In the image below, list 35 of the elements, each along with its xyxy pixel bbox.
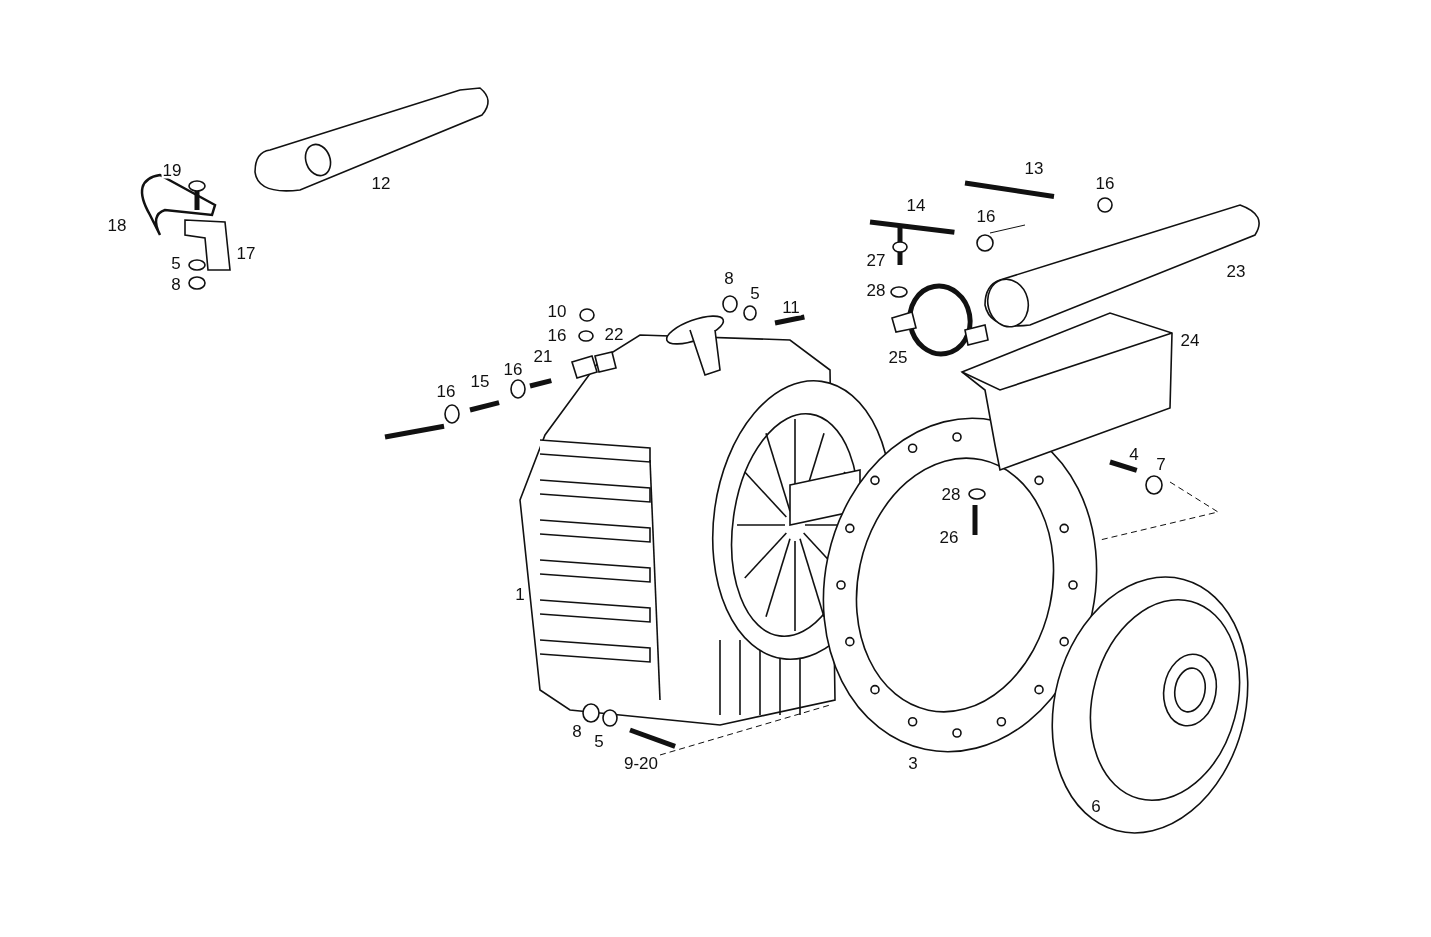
callout-number: 21 <box>532 347 554 365</box>
callout-number: 3 <box>907 754 919 772</box>
callout-number: 5 <box>593 732 605 750</box>
callout-number: 5 <box>749 284 761 302</box>
callout-number: 16 <box>502 360 524 378</box>
callout-number: 5 <box>170 254 182 272</box>
callout-number: 9-20 <box>623 754 659 772</box>
callout-number: 16 <box>1094 174 1116 192</box>
callout-number: 15 <box>469 372 491 390</box>
callout-number: 25 <box>887 348 909 366</box>
callout-number: 4 <box>1128 445 1140 463</box>
callout-number: 14 <box>905 196 927 214</box>
callout-number: 26 <box>938 528 960 546</box>
callout-number: 19 <box>161 161 183 179</box>
callout-number: 16 <box>546 326 568 344</box>
callout-number: 13 <box>1023 159 1045 177</box>
callout-number: 8 <box>723 269 735 287</box>
callout-number: 22 <box>603 325 625 343</box>
callout-number: 27 <box>865 251 887 269</box>
callout-number: 8 <box>571 722 583 740</box>
callout-number: 28 <box>940 485 962 503</box>
callout-number: 18 <box>106 216 128 234</box>
callout-number: 12 <box>370 174 392 192</box>
callout-number: 11 <box>781 298 801 316</box>
callout-number: 8 <box>170 275 182 293</box>
callout-number: 16 <box>435 382 457 400</box>
callout-number: 23 <box>1225 262 1247 280</box>
callout-number: 28 <box>865 281 887 299</box>
callout-number: 16 <box>975 207 997 225</box>
callout-number: 6 <box>1090 797 1102 815</box>
callout-number: 1 <box>514 585 526 603</box>
callout-number: 17 <box>235 244 257 262</box>
callout-number: 7 <box>1155 455 1167 473</box>
callout-number: 10 <box>546 302 568 320</box>
callout-number: 24 <box>1179 331 1201 349</box>
